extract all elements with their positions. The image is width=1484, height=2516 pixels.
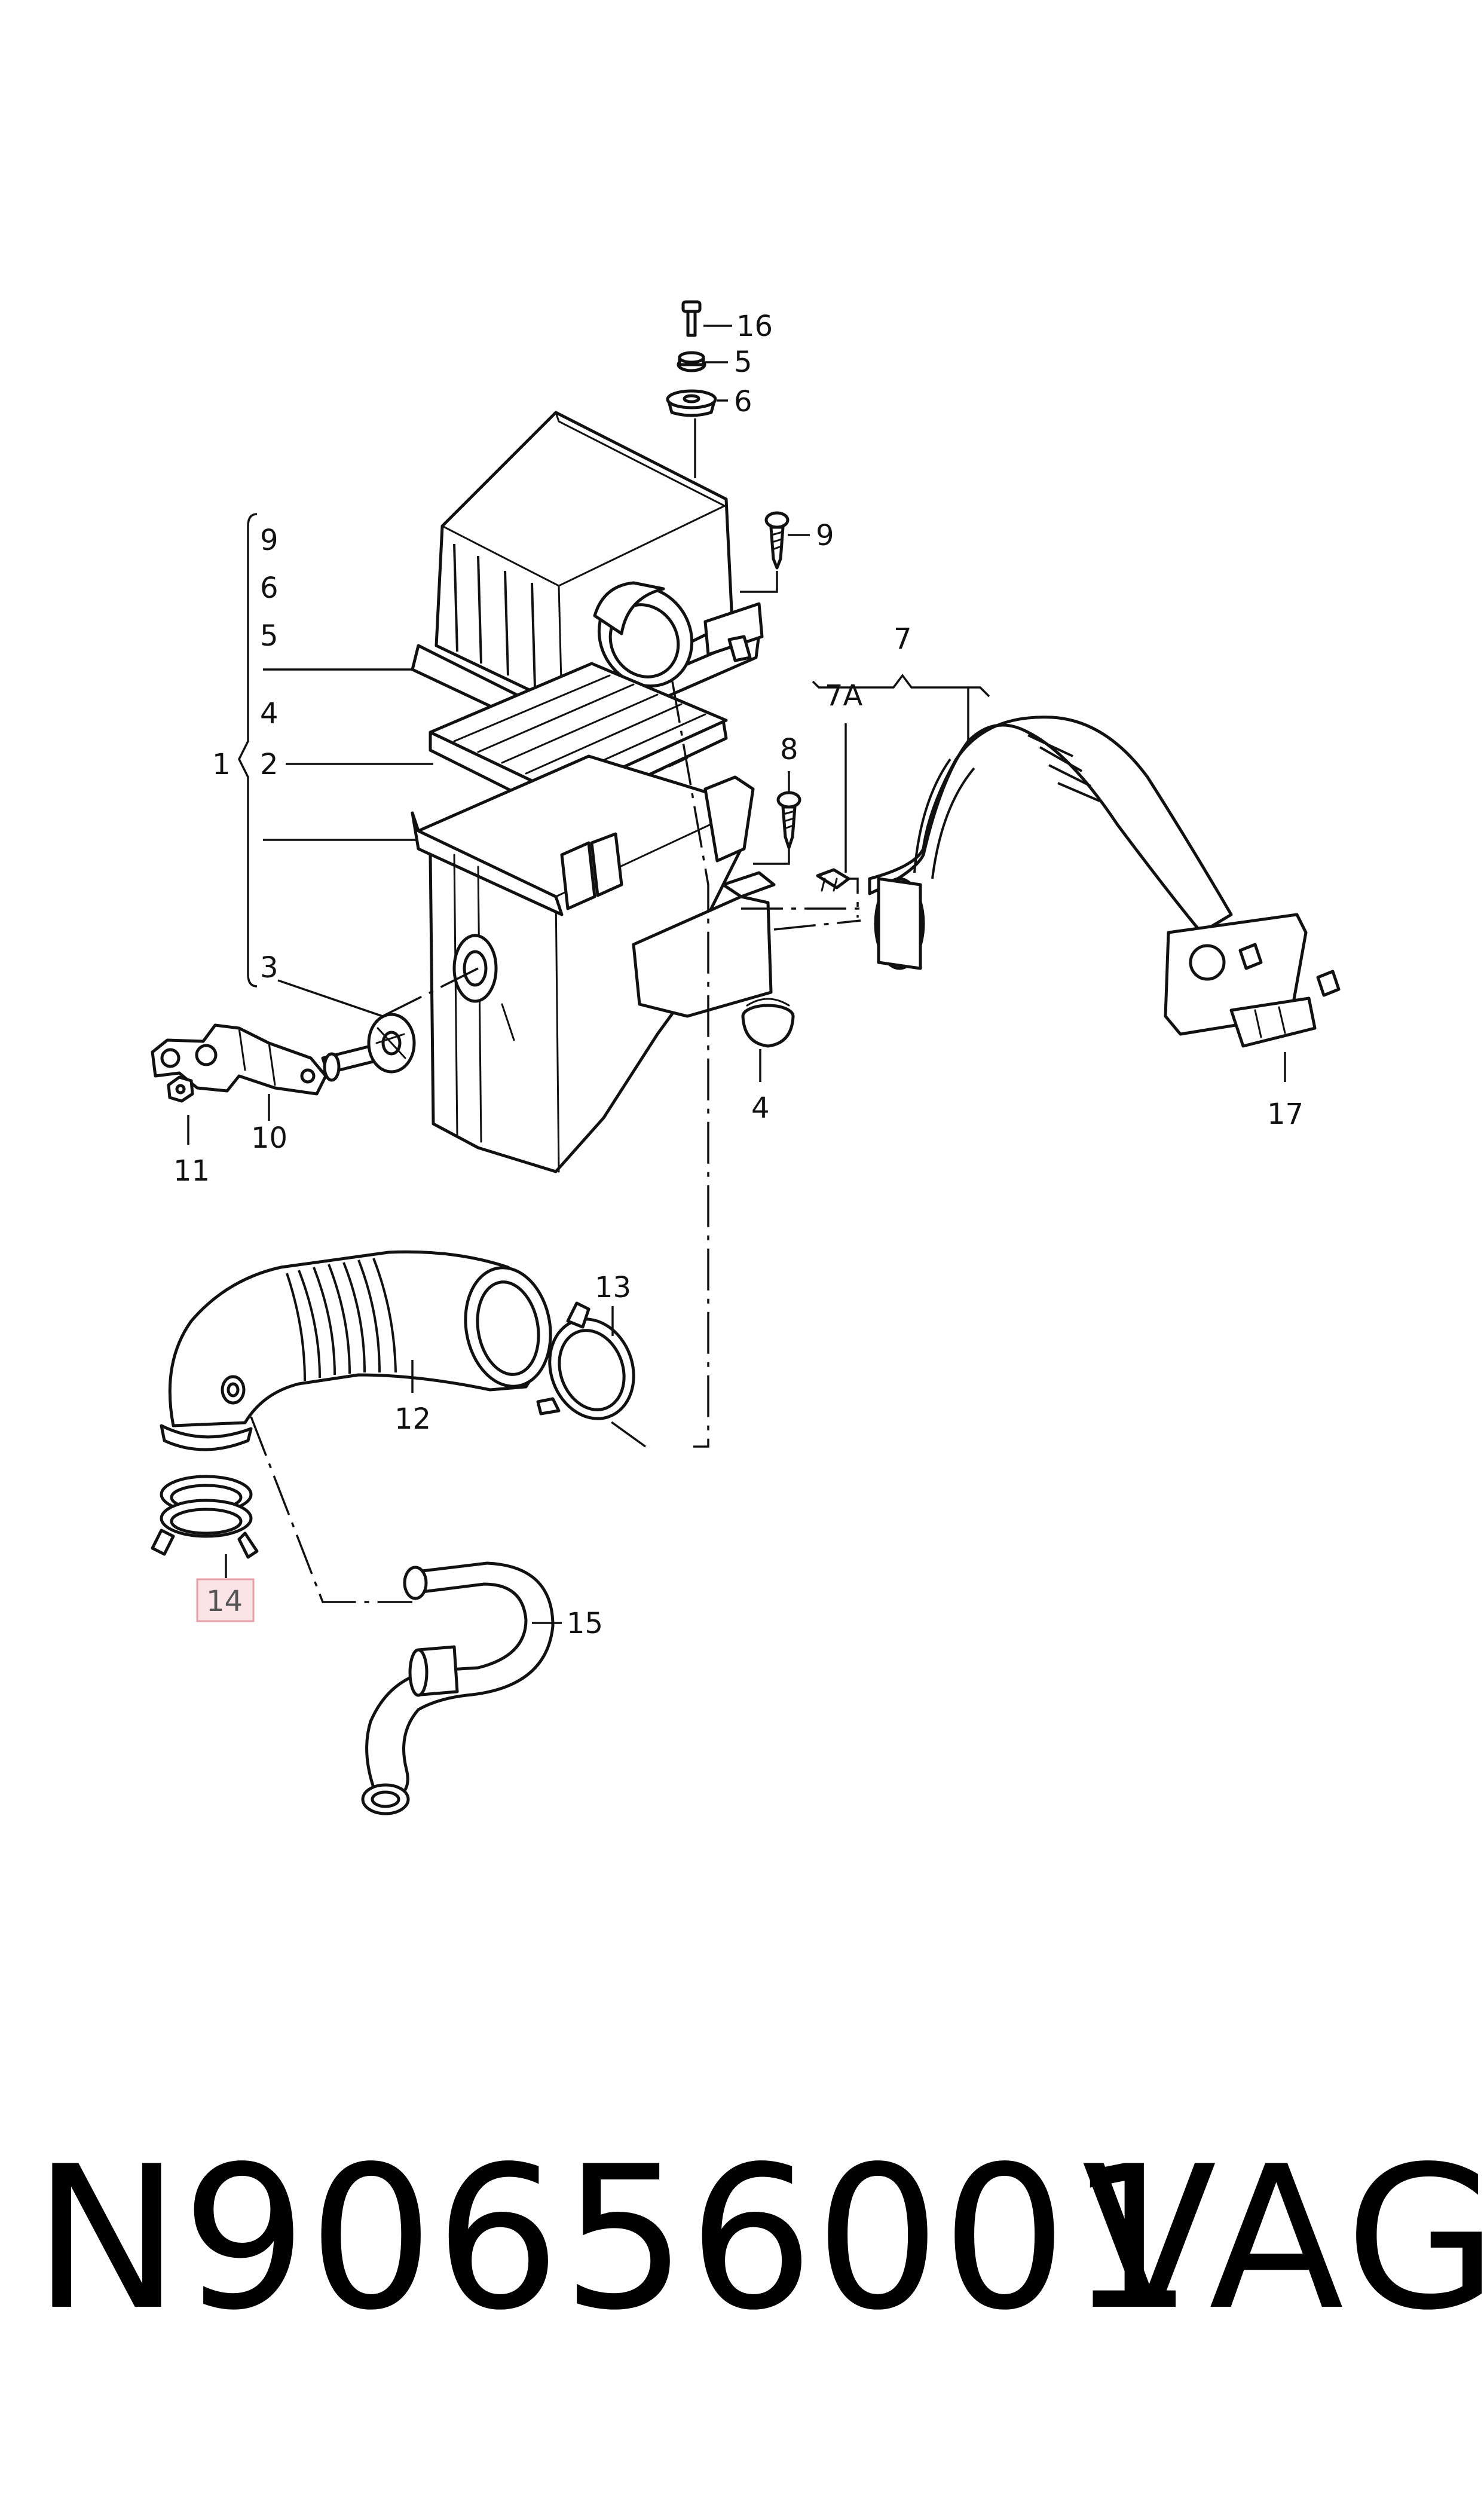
label-8: 8: [780, 733, 798, 766]
bracket-label-6: 6: [260, 571, 279, 605]
clamp-14: [151, 1475, 259, 1559]
bracket-label-2: 2: [260, 748, 279, 781]
label-10: 10: [251, 1121, 287, 1155]
washer-3: [367, 1013, 416, 1074]
screw-9: [764, 511, 790, 570]
brand-name: VAG: [1082, 2124, 1484, 2353]
part-number: N90656001: [33, 2124, 1195, 2353]
nut-11: [167, 1075, 194, 1103]
highlight-box-14: [196, 1578, 255, 1622]
label-6: 6: [734, 385, 752, 418]
label-3: 3: [260, 951, 279, 985]
bracket-label-4: 4: [260, 697, 279, 730]
screw-8: [776, 791, 801, 849]
label-15: 15: [567, 1607, 603, 1640]
label-4: 4: [751, 1092, 770, 1125]
label-13: 13: [595, 1271, 631, 1304]
screw-16: [681, 300, 702, 337]
bracket-17: [1164, 913, 1341, 1048]
intake-hose-7: [868, 716, 1233, 970]
label-14: 14: [206, 1585, 243, 1618]
label-5: 5: [734, 346, 752, 379]
label-7: 7: [894, 622, 912, 656]
label-17: 17: [1267, 1097, 1304, 1131]
vent-hose-15: [361, 1561, 555, 1815]
label-7a: 7A: [825, 679, 863, 713]
clip-7a: [816, 868, 850, 892]
washer-5: [677, 351, 706, 372]
label-9: 9: [816, 519, 834, 552]
grommet-6-top: [666, 389, 717, 417]
grommet-4: [741, 998, 795, 1048]
bracket-label-9: 9: [260, 524, 279, 557]
filter-housing-lower: [411, 754, 776, 1173]
label-16: 16: [736, 310, 773, 343]
bracket-label-5: 5: [260, 619, 279, 653]
label-12: 12: [394, 1402, 431, 1436]
clamp-13: [536, 1301, 635, 1420]
label-11: 11: [173, 1154, 210, 1188]
label-1: 1: [212, 748, 231, 781]
intake-hose-12: [160, 1250, 552, 1451]
bolt-10: [321, 1044, 377, 1082]
